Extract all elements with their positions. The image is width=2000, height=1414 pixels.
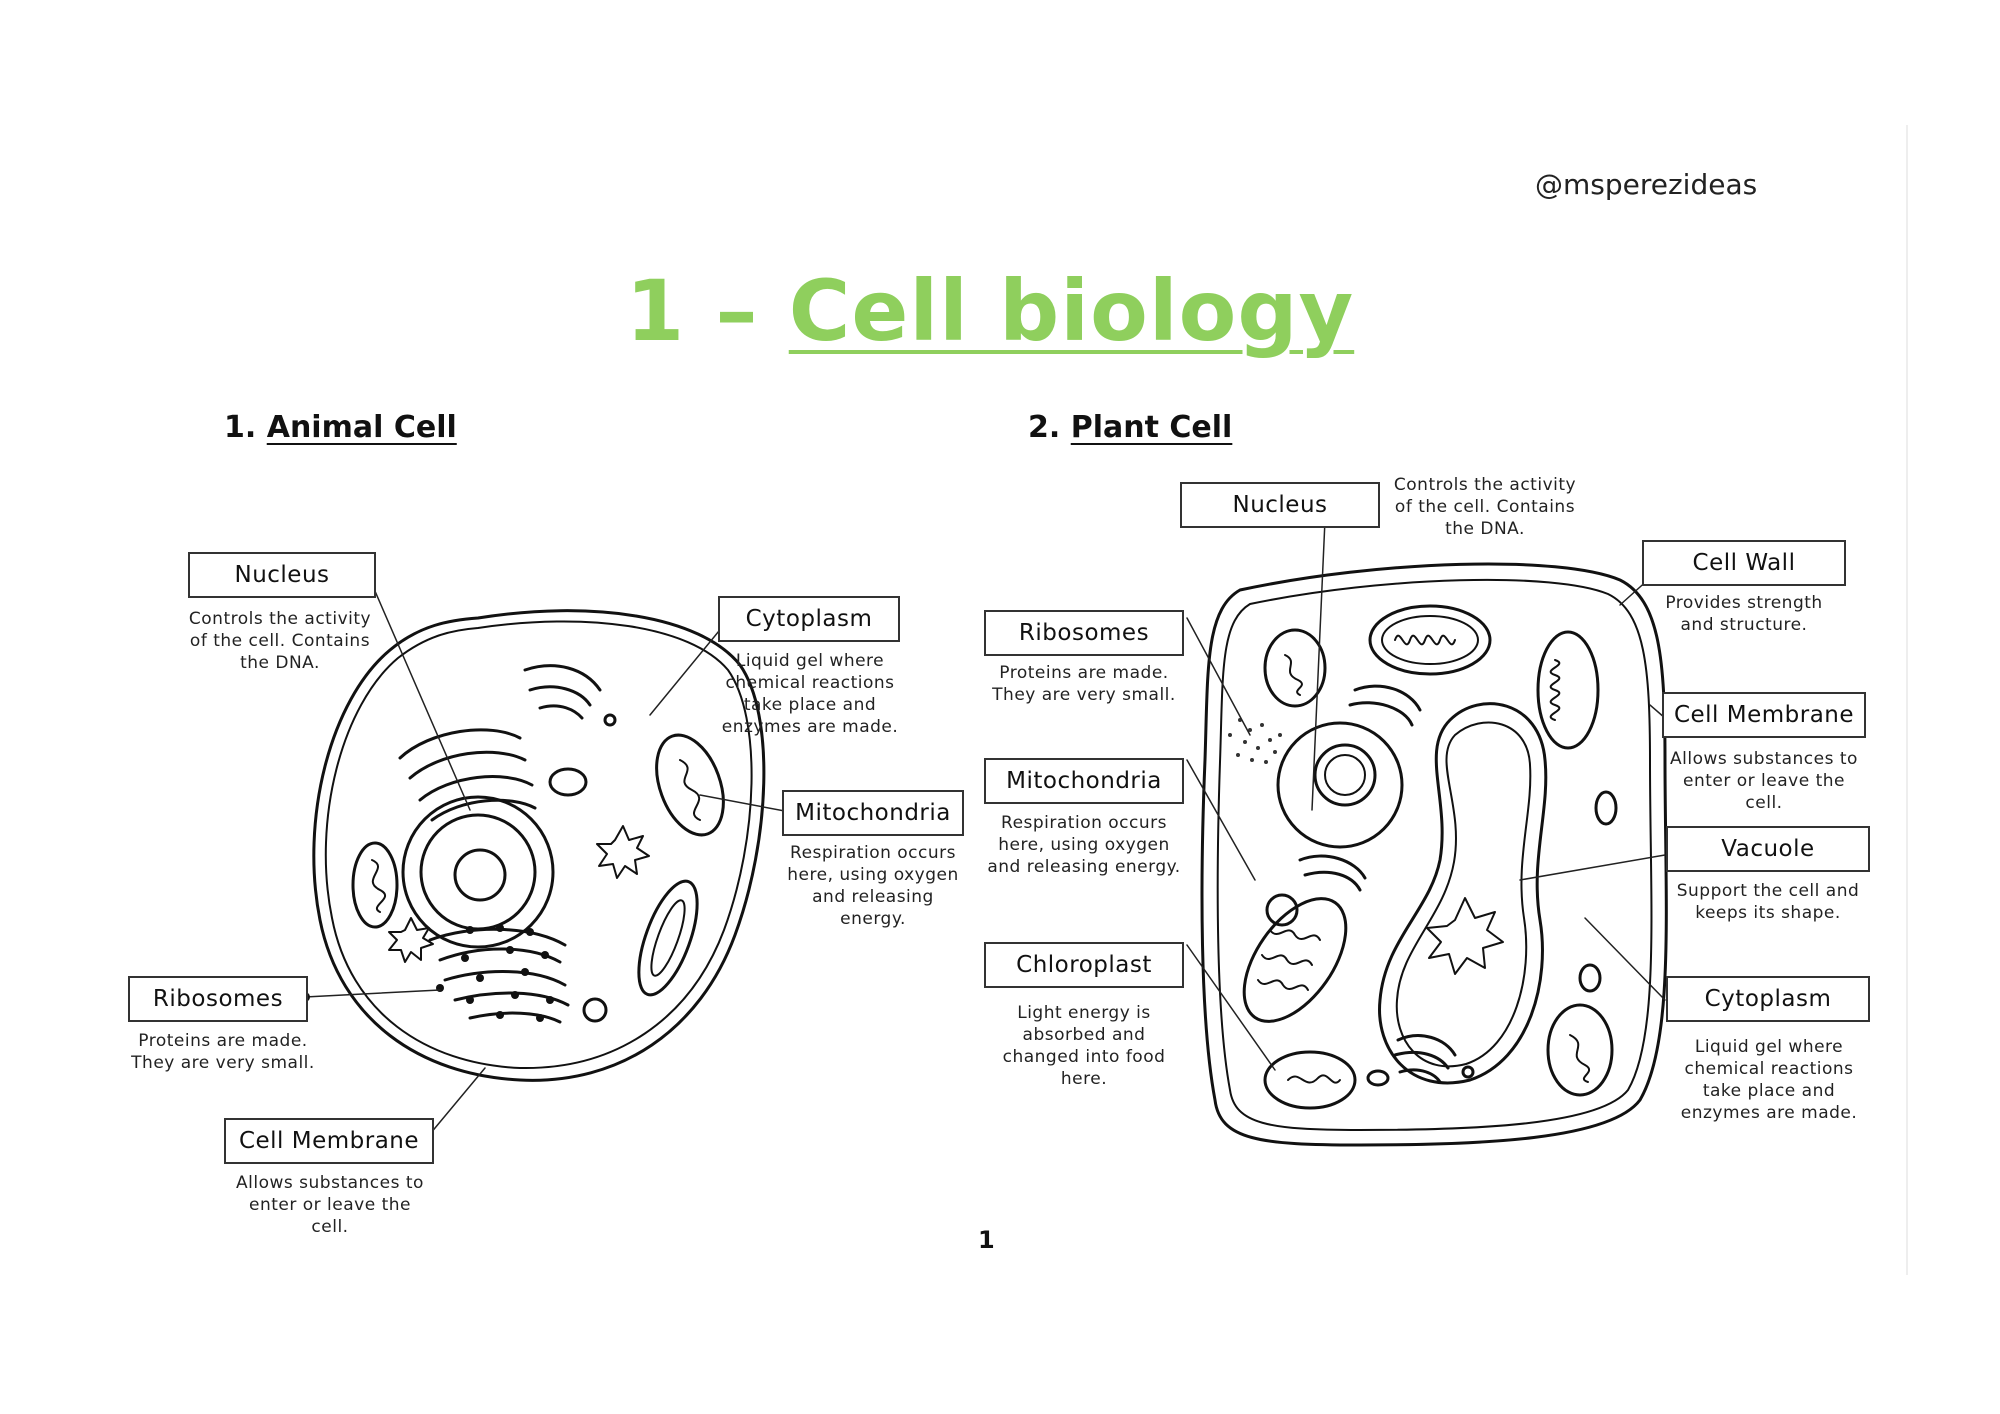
animal-heading-text: Animal Cell [266,410,457,445]
animal-membrane-desc: Allows substances to enter or leave the … [236,1173,424,1237]
title-dash: – [715,262,759,360]
animal-nucleus-desc: Controls the activity of the cell. Conta… [188,609,372,673]
plant-wall-desc: Provides strength and structure. [1665,593,1823,635]
animal-mitochondria-label: Mitochondria [782,790,964,836]
animal-nucleus-drawing [401,795,555,949]
plant-membrane-desc: Allows substances to enter or leave the … [1670,749,1858,813]
animal-cytoplasm-desc: Liquid gel where chemical reactions take… [721,651,899,737]
animal-mitochondrion-drawing [655,733,725,837]
animal-nucleus-label: Nucleus [188,552,376,598]
plant-mitochondria-desc: Respiration occurs here, using oxygen an… [987,813,1181,877]
title-number: 1 [625,262,686,360]
animal-ribosomes-label: Ribosomes [128,976,308,1022]
plant-nucleus-drawing [1276,721,1404,849]
animal-cell-heading: 1. Animal Cell [224,410,457,445]
page-title: 1 – Cell biology [0,262,1980,360]
plant-cell-drawing [1200,562,1668,1147]
plant-vacuole-desc: Support the cell and keeps its shape. [1676,881,1860,923]
plant-mitochondrion-drawing [1242,897,1348,1023]
page-edge-line [1906,125,1908,1275]
animal-mitochondria-desc: Respiration occurs here, using oxygen an… [787,843,959,929]
plant-chloroplast-desc: Light energy is absorbed and changed int… [1002,1003,1166,1089]
plant-cell-wall-outline [1200,562,1668,1147]
plant-nucleus-label: Nucleus [1180,482,1380,528]
plant-wall-label: Cell Wall [1642,540,1846,586]
plant-heading-text: Plant Cell [1070,410,1233,445]
title-text: Cell biology [788,262,1355,360]
animal-cell-drawing [312,609,766,1082]
animal-heading-number: 1. [224,410,257,445]
plant-vacuole-drawing [1378,702,1548,1085]
plant-cell-heading: 2. Plant Cell [1028,410,1232,445]
plant-vacuole-label: Vacuole [1666,826,1870,872]
plant-chloroplast-label: Chloroplast [984,942,1184,988]
plant-heading-number: 2. [1028,410,1061,445]
animal-membrane-label: Cell Membrane [224,1118,434,1164]
plant-cytoplasm-label: Cytoplasm [1666,976,1870,1022]
plant-chloroplast-drawing [1263,628,1327,708]
animal-ribosomes-desc: Proteins are made. They are very small. [131,1031,315,1073]
plant-nucleus-desc: Controls the activity of the cell. Conta… [1393,475,1577,539]
author-handle: @msperezideas [1535,168,1758,201]
plant-ribosomes-label: Ribosomes [984,610,1184,656]
animal-cytoplasm-label: Cytoplasm [718,596,900,642]
plant-membrane-label: Cell Membrane [1662,692,1866,738]
plant-mitochondria-label: Mitochondria [984,758,1184,804]
page-number: 1 [978,1226,995,1254]
animal-cell-membrane-outline [312,609,766,1082]
plant-ribosomes-desc: Proteins are made. They are very small. [992,663,1176,705]
plant-cytoplasm-desc: Liquid gel where chemical reactions take… [1680,1037,1858,1123]
